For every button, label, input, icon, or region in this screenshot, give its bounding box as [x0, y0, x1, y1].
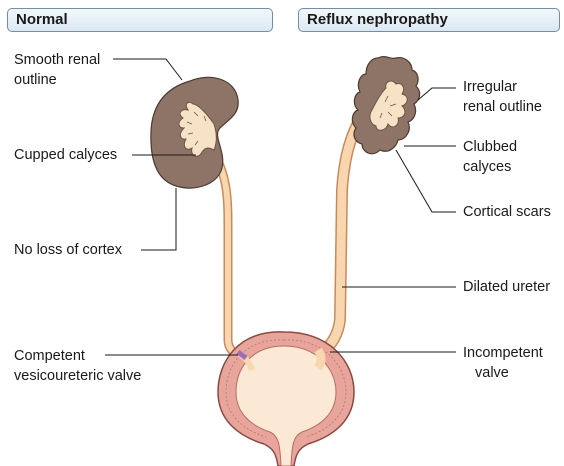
- label-no-loss-of-cortex: No loss of cortex: [14, 240, 122, 260]
- label-competent-valve: Competent vesicoureteric valve: [14, 346, 141, 386]
- label-cupped-calyces: Cupped calyces: [14, 145, 117, 165]
- header-reflux-nephropathy: Reflux nephropathy: [298, 8, 560, 32]
- label-dilated-ureter: Dilated ureter: [463, 277, 550, 297]
- label-cortical-scars: Cortical scars: [463, 202, 551, 222]
- incompetent-valve-opening: [318, 350, 321, 368]
- label-smooth-renal-outline: Smooth renal outline: [14, 50, 100, 90]
- dilated-ureter: [322, 108, 368, 352]
- label-incompetent-valve: Incompetent valve: [463, 343, 543, 383]
- normal-ureter: [212, 150, 246, 360]
- label-clubbed-calyces: Clubbed calyces: [463, 137, 517, 177]
- header-normal: Normal: [7, 8, 273, 32]
- scarred-kidney: [352, 57, 419, 154]
- label-irregular-renal-outline: Irregular renal outline: [463, 77, 542, 117]
